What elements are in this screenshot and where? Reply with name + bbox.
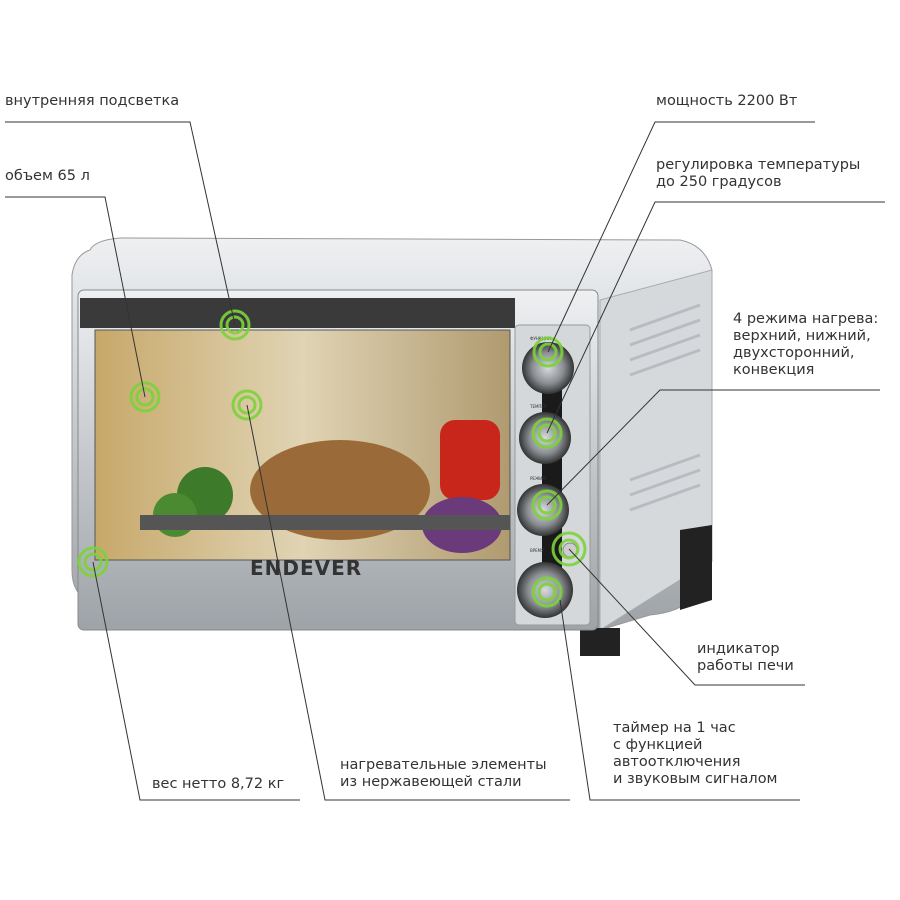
- label-line: таймер на 1 час: [613, 720, 736, 736]
- mode-knob: [517, 484, 569, 536]
- panel-label: РЕЖИМ: [530, 476, 546, 481]
- label-line: индикатор: [697, 641, 780, 657]
- label-line: с функцией: [613, 737, 703, 753]
- label-line: из нержавеющей стали: [340, 774, 522, 790]
- label-lighting: внутренняя подсветка: [5, 93, 180, 109]
- label-line: регулировка температуры: [656, 157, 861, 173]
- timer-knob: [517, 562, 573, 618]
- label-power: мощность 2200 Вт: [656, 93, 798, 109]
- function-knob: [522, 342, 574, 394]
- label-line: и звуковым сигналом: [613, 771, 778, 787]
- panel-label: ТЕМПЕР: [529, 404, 547, 409]
- label-line: автоотключения: [613, 754, 741, 770]
- foot: [580, 628, 620, 656]
- label-line: работы печи: [697, 658, 794, 674]
- label-line: 4 режима нагрева:: [733, 311, 879, 327]
- callout-lines: [5, 121, 885, 801]
- label-line: верхний, нижний,: [733, 328, 871, 344]
- label-line: до 250 градусов: [656, 174, 782, 190]
- door-handle: [80, 298, 515, 328]
- label-line: нагревательные элементы: [340, 757, 547, 773]
- panel-label: ВРЕМЯ: [530, 548, 544, 553]
- label-line: двухсторонний,: [733, 345, 855, 361]
- label-volume: объем 65 л: [5, 168, 90, 184]
- label-weight: вес нетто 8,72 кг: [152, 776, 285, 792]
- label-line: конвекция: [733, 362, 815, 378]
- brand-logo: ENDEVER: [250, 556, 362, 580]
- pepper: [440, 420, 500, 500]
- highlight-rings: [77, 309, 587, 608]
- label-heating-modes: 4 режима нагрева:верхний, нижний,двухсто…: [733, 311, 878, 379]
